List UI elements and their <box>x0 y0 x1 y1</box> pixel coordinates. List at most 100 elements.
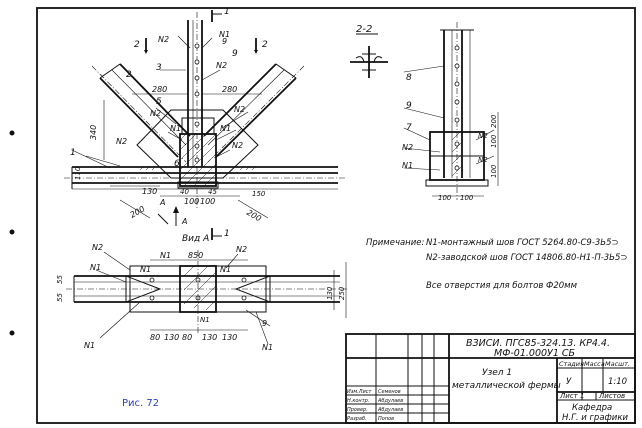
dimension: 130 <box>202 333 217 342</box>
dimension: 100 <box>490 164 498 178</box>
callout: N2 <box>234 105 245 114</box>
dimension: 200 <box>490 114 498 128</box>
callout: 9 <box>406 101 412 111</box>
main-node-view <box>64 10 346 240</box>
callout: N2 <box>158 35 169 44</box>
name-cell: Абдулаев <box>377 398 403 404</box>
callout: 9 <box>262 319 267 328</box>
note-line: N2-заводской шов ГОСТ 14806.80-Н1-П-3Ь5⊃ <box>426 253 628 263</box>
callout: N1 <box>219 30 230 39</box>
scale-header: Масшт. <box>605 360 630 368</box>
callout: N2 <box>236 245 247 254</box>
dimension: 280 <box>152 85 167 94</box>
dimension: 150 <box>252 190 266 198</box>
scale-value: 1:10 <box>608 377 627 387</box>
dimension: 110 <box>74 166 82 180</box>
dimension: 55 <box>56 293 64 302</box>
callout: 9 <box>232 49 238 59</box>
dimension: 80 <box>182 333 192 342</box>
callout: N1 <box>402 161 413 170</box>
sheets-header: Листов <box>598 392 625 400</box>
dimension: 130 <box>326 286 334 300</box>
callout: 1 <box>224 229 230 239</box>
callout: N2 <box>150 109 161 118</box>
callout: 5 <box>156 97 162 107</box>
section-1-1 <box>403 22 499 200</box>
binder-hole <box>9 229 15 235</box>
role-cell: Изм.Лист <box>347 389 373 395</box>
callout: 2 <box>126 70 132 80</box>
section-1-1-labels: 8 9 7 N2 N1 N2 N2 200 100 100 100 100 <box>402 73 498 202</box>
callout: N1 <box>90 263 101 272</box>
callout: N2 <box>478 132 488 140</box>
role-cell: Провер. <box>347 407 368 413</box>
dimension: 340 <box>89 125 98 140</box>
callout: N2 <box>92 243 103 252</box>
callout: N1 <box>170 124 181 133</box>
callout: N1 <box>84 341 95 350</box>
dimension: 200 <box>245 208 263 223</box>
binder-hole <box>9 330 15 336</box>
view-label: Вид А <box>182 234 209 244</box>
organization: Н.Г. и графики <box>562 413 628 423</box>
section-label: 2-2 <box>356 24 372 35</box>
note-line: N1-монтажный шов ГОСТ 5264.80-С9-3Ь5⊃ <box>426 238 619 248</box>
dimension: 100 <box>490 134 498 148</box>
callout: N1 <box>140 265 151 274</box>
callout: 9 <box>222 37 227 46</box>
binder-hole <box>9 130 15 136</box>
stage-header: Стадия <box>559 360 584 368</box>
callout: 3 <box>156 63 162 73</box>
dimension: 130 <box>164 333 179 342</box>
callout: N2 <box>232 141 243 150</box>
callout: N2 <box>478 156 488 164</box>
callout: 8 <box>406 73 412 83</box>
callout: N1 <box>160 251 171 260</box>
dimension: 250 <box>338 286 346 300</box>
sheet-frame <box>36 7 636 424</box>
callout: 6 <box>174 159 180 169</box>
note-line: Все отверстия для болтов Ф20мм <box>426 281 578 291</box>
callout: А <box>159 198 165 207</box>
drawing-code: МФ-01.000У1 СБ <box>494 348 576 359</box>
dimension: 280 <box>222 85 237 94</box>
notes: Примечание: N1-монтажный шов ГОСТ 5264.8… <box>366 238 628 291</box>
stage-value: У <box>566 377 572 387</box>
callout: N1 <box>220 265 231 274</box>
callout: 1 <box>224 7 230 17</box>
name-cell: Абдулаев <box>377 407 403 413</box>
section-2-2: 2-2 <box>350 24 388 78</box>
dimension: 40 <box>180 188 189 196</box>
role-cell: Разраб. <box>347 416 367 422</box>
sheet-header: Лист 1 <box>559 392 584 400</box>
callout: N2 <box>116 137 127 146</box>
callout: N2 <box>216 61 227 70</box>
name-cell: Попов <box>378 416 394 422</box>
dimension: 850 <box>188 251 203 260</box>
callout: N1 <box>220 124 231 133</box>
drawing-name: Узел 1 <box>482 368 512 378</box>
dimension: 100 <box>438 194 452 202</box>
dimension: 55 <box>56 275 64 284</box>
callout: 2 <box>134 40 140 50</box>
role-cell: Н.контр. <box>347 398 369 404</box>
callout: N1 <box>262 343 273 352</box>
note-title: Примечание: <box>366 238 424 248</box>
title-block: ВЗИСИ. ПГС85-324.13. КР4.4. МФ-01.000У1 … <box>345 333 636 424</box>
dimension: 130 <box>222 333 237 342</box>
callout: N1 <box>200 316 210 324</box>
callout: N2 <box>402 143 413 152</box>
view-a <box>66 250 348 345</box>
callout: 7 <box>406 123 412 133</box>
mass-header: Масса <box>584 360 605 368</box>
dimension: 100 <box>200 197 215 206</box>
name-cell: Семенов <box>378 389 401 395</box>
dimension: 130 <box>142 187 157 196</box>
dimension: 80 <box>150 333 160 342</box>
drawing-name: металлической фермы <box>452 381 561 391</box>
view-a-labels: N2 N1 N1 N1 N1 N2 9 N1 N1 N1 850 80 130 … <box>56 243 346 352</box>
organization: Кафедра <box>572 403 612 413</box>
callout: 1 <box>70 148 76 158</box>
